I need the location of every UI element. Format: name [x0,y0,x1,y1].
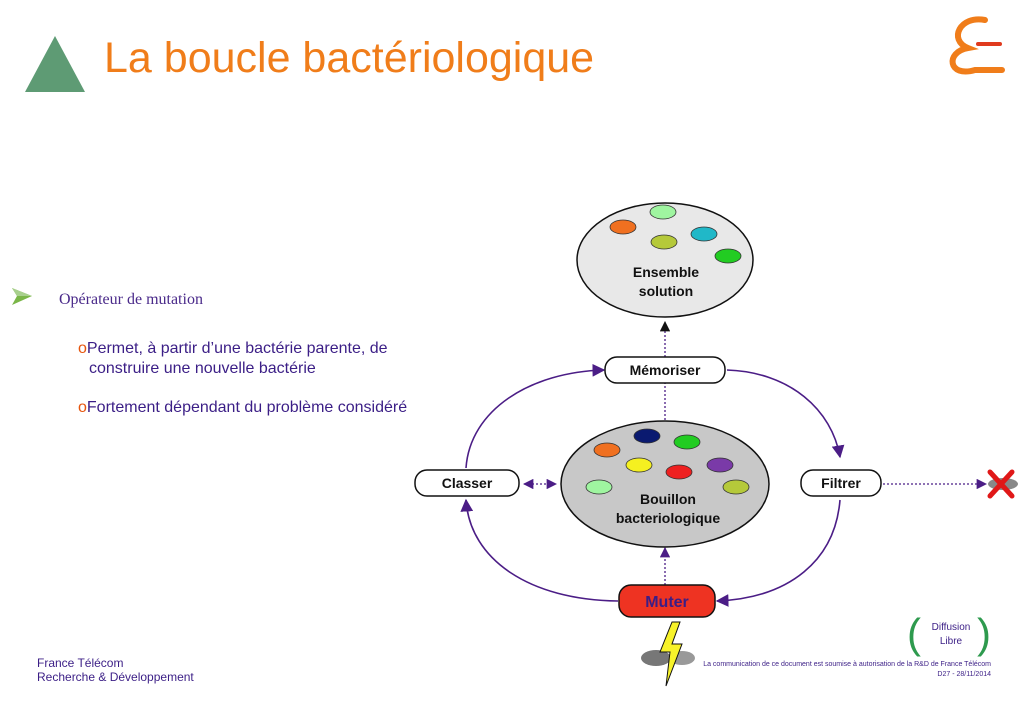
svg-text:): ) [977,610,991,657]
bacteria-dot [585,479,613,495]
footer-legal-line1: La communication de ce document est soum… [703,661,991,668]
bullet-heading: Opérateur de mutation [59,291,203,308]
classer-label: Classer [442,475,493,491]
bacteria-dot [665,464,693,480]
bacteria-dot [593,442,621,458]
classer-box [414,469,520,497]
sub-bullet-1-line2: construire une nouvelle bactérie [89,360,316,377]
page-title: La boucle bactériologique [104,34,595,82]
bouillon-label-line1: Bouillon [640,491,696,507]
reject-x-icon [987,469,1018,499]
bacteria-dot [649,204,677,220]
ensemble-label-line2: solution [639,283,693,299]
filtrer-box [800,469,882,497]
footer-company-line1: France Télécom [37,656,124,670]
arc-memoriser-to-filtrer [726,369,845,459]
footer-legal: La communication de ce document est soum… [703,660,991,680]
lightning-icon [641,621,695,687]
memoriser-box [604,356,726,384]
bacteria-dot [609,219,637,235]
bacteria-dot [650,234,678,250]
bacteria-dot [690,226,718,242]
bacteria-dot [673,434,701,450]
sub-bullet-2: oFortement dépendant du problème considé… [78,398,478,418]
bacteria-dot [633,428,661,444]
filtrer-label: Filtrer [821,475,861,491]
arc-muter-to-classer [460,498,619,602]
bouillon-label-line2: bacteriologique [616,510,720,526]
bacteria-dot [625,457,653,473]
bullet-arrow-icon [12,288,32,305]
bacteria-dot [722,479,750,495]
sub-bullet-marker: o [78,399,87,416]
sub-bullet-1: oPermet, à partir d’une bactérie parente… [78,339,468,379]
svg-text:(: ( [907,610,921,657]
badge-line2: Libre [940,636,963,647]
title-triangle-icon [25,36,85,92]
muter-label: Muter [645,594,689,611]
diffusion-libre-badge: ( ) Diffusion Libre [907,610,991,657]
footer-company: France Télécom Recherche & Développement [37,656,194,684]
muter-box [618,584,716,618]
sub-bullet-marker: o [78,340,87,357]
ensemble-label-line1: Ensemble [633,264,699,280]
bacteria-dot [714,248,742,264]
memoriser-label: Mémoriser [630,362,701,378]
sub-bullet-2-line1: Fortement dépendant du problème considér… [86,399,408,416]
sub-bullet-1-line1: Permet, à partir d’une bactérie parente,… [86,340,388,357]
badge-line1: Diffusion [932,622,971,633]
bacteria-dot [706,457,734,473]
arc-classer-to-memoriser [465,363,606,469]
footer-company-line2: Recherche & Développement [37,670,194,684]
arc-filtrer-to-muter [715,499,841,607]
footer-legal-line2: D27 - 28/11/2014 [937,671,991,678]
france-telecom-logo-icon [949,16,1005,75]
